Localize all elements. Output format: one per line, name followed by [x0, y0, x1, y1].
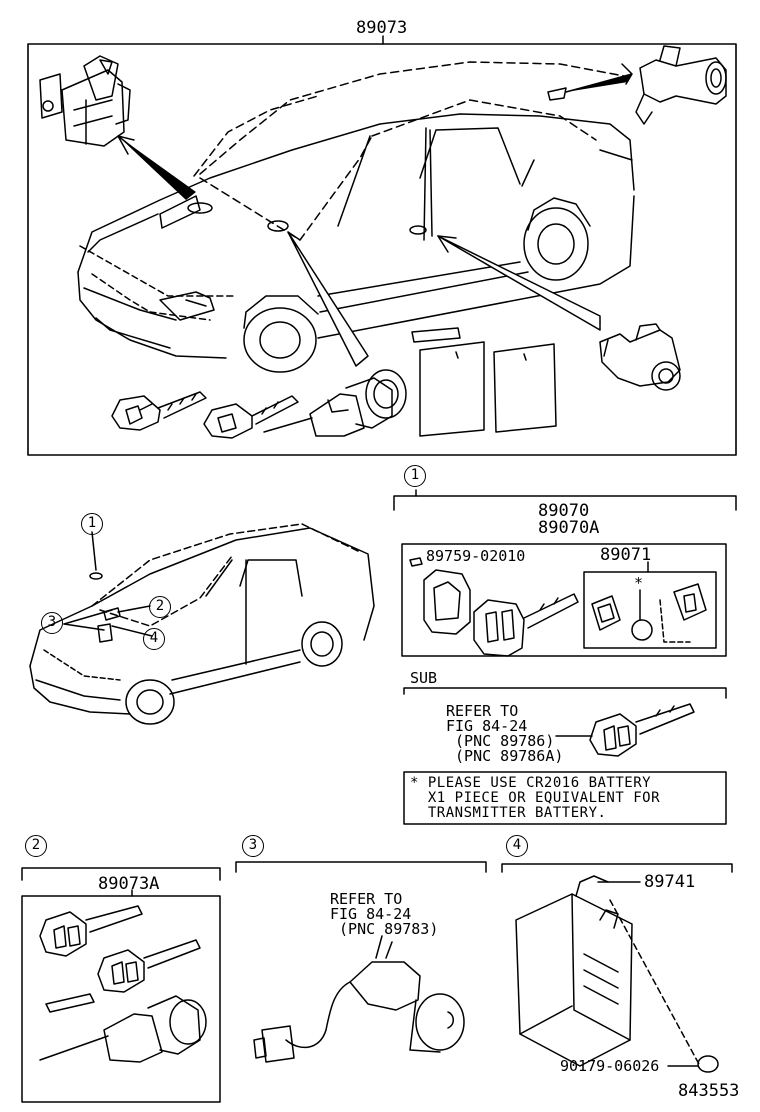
door-control-receiver-drawing	[39, 55, 131, 147]
callout-3: 3	[41, 612, 63, 634]
part-connector-89741: 89741	[644, 872, 696, 892]
door-control-receiver-box-drawing	[515, 875, 633, 1067]
section2-master-key-drawing	[39, 905, 143, 957]
section-2-part-89073a: 89073A	[98, 874, 160, 894]
trunk-lock-cylinder-drawing	[635, 45, 727, 125]
sub-refer-line-4: (PNC 89786A)	[446, 747, 564, 765]
section-2-number: 2	[25, 835, 47, 857]
callout-4: 4	[143, 628, 165, 650]
key-plate	[411, 327, 461, 343]
section-1-part-89070: 89070	[538, 501, 590, 521]
part-screw-89759: 89759-02010	[426, 547, 526, 565]
master-key-drawing	[111, 391, 207, 431]
main-part-number: 89073	[356, 18, 408, 38]
sub-label: SUB	[410, 669, 438, 687]
battery-note-line-3: TRANSMITTER BATTERY.	[410, 805, 607, 821]
door-lock-cylinder-drawing	[599, 323, 681, 391]
section-1-part-89070a: 89070A	[538, 518, 600, 538]
door-handle-rear	[409, 225, 427, 235]
door-handle-front	[267, 220, 289, 232]
sub-refer-line-1: REFER TO	[446, 702, 519, 720]
key-tag-1	[419, 341, 485, 437]
battery-note-line-2: X1 PIECE OR EQUIVALENT FOR	[410, 790, 661, 806]
sedan-car-outline-overview	[29, 523, 375, 725]
ignition-cylinder-drawing	[263, 369, 407, 437]
sec3-refer-line-2: FIG 84-24	[330, 905, 412, 923]
section2-sub-key-drawing	[97, 939, 201, 993]
transmitter-case-drawing	[423, 569, 471, 635]
section-1-number: 1	[404, 465, 426, 487]
hood-mark	[187, 202, 213, 214]
section2-ignition-drawing	[39, 995, 207, 1063]
key-tag-2	[493, 343, 557, 433]
section-3-number: 3	[242, 835, 264, 857]
sub-refer-line-3: (PNC 89786)	[446, 732, 555, 750]
callout-1: 1	[81, 513, 103, 535]
callout-2: 2	[149, 596, 171, 618]
sub-refer-line-2: FIG 84-24	[446, 717, 528, 735]
sedan-car-outline-main	[77, 61, 635, 373]
sub-key-drawing	[203, 395, 299, 439]
key-with-remote-drawing	[473, 593, 579, 657]
sub-key-small-drawing	[589, 703, 695, 757]
battery-note-line-1: * PLEASE USE CR2016 BATTERY	[410, 775, 652, 791]
section-4-number: 4	[506, 835, 528, 857]
figure-id: 843553	[678, 1081, 740, 1101]
ignition-switch-harness-drawing	[253, 935, 465, 1063]
sec3-refer-line-1: REFER TO	[330, 890, 403, 908]
part-clip-90179: 90179-06026	[560, 1057, 660, 1075]
section2-key-plate	[45, 993, 95, 1013]
battery-asterisk: *	[634, 574, 644, 592]
sec3-refer-line-3: (PNC 89783)	[330, 920, 439, 938]
part-transmitter-89071: 89071	[600, 545, 652, 565]
transmitter-board-drawing	[591, 583, 707, 643]
